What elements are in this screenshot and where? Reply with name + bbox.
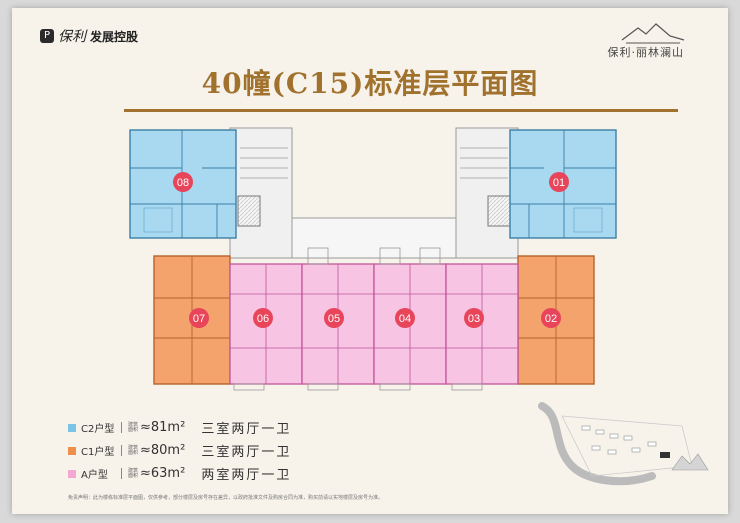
site-key-plan <box>538 402 709 486</box>
mountain-logo-icon <box>621 23 685 44</box>
legend-divider <box>121 422 122 433</box>
disclaimer: 免责声明：此为楼栋标准层平面图，仅供参考，部分楼层及房号存在差异，以政府批准文件… <box>68 495 384 501</box>
unit-marker-08 <box>173 172 193 192</box>
unit-marker-01 <box>549 172 569 192</box>
unit-marker-02 <box>541 308 561 328</box>
legend-swatch-c2 <box>68 423 76 432</box>
unit-label-06: 06 <box>257 313 269 325</box>
legend-divider <box>121 468 122 479</box>
legend-area: ≈81m² <box>140 420 186 435</box>
brand-logo: P 保利 发展控股 <box>40 26 138 46</box>
legend-area-caption: 建筑 面积 <box>128 444 140 456</box>
balconies <box>233 247 483 391</box>
site-mountain-icon <box>671 453 709 471</box>
project-name: 保利·丽林澜山 <box>607 46 684 59</box>
legend-desc: 三室两厅一卫 <box>201 422 292 437</box>
unit-marker-03 <box>464 308 484 328</box>
legend-row-a: A户型 建筑 面积 ≈63m² 两室两厅一卫 <box>68 462 291 485</box>
unit-marker-06 <box>253 308 273 328</box>
legend-swatch-c1 <box>68 446 76 455</box>
legend-area: ≈63m² <box>140 466 186 481</box>
floor-plan-drawing: 08 01 07 06 05 04 03 02 <box>129 127 617 391</box>
legend-area-caption: 建筑 面积 <box>128 421 140 433</box>
unit-label-05: 05 <box>328 313 340 325</box>
page-title: 40幢(C15)标准层平面图 <box>201 67 539 100</box>
unit-markers: 08 01 07 06 05 04 03 02 <box>173 172 569 328</box>
site-highlight-building <box>660 452 670 458</box>
central-core <box>229 127 519 259</box>
brand-mark-icon: P <box>40 29 54 43</box>
legend-area: ≈80m² <box>140 443 186 458</box>
legend-caption-bottom: 面积 <box>128 472 139 479</box>
unit-marker-05 <box>324 308 344 328</box>
unit-label-02: 02 <box>545 313 557 325</box>
unit-label-01: 01 <box>553 177 565 189</box>
legend-area-caption: 建筑 面积 <box>128 467 140 479</box>
legend-type: C1户型 <box>81 447 115 458</box>
legend-caption-bottom: 面积 <box>128 426 139 433</box>
legend-caption-top: 建筑 <box>128 444 139 451</box>
brand-name: 发展控股 <box>90 29 139 44</box>
legend-caption-top: 建筑 <box>128 467 139 474</box>
legend-desc: 三室两厅一卫 <box>201 445 292 460</box>
unit-label-04: 04 <box>399 313 411 325</box>
unit-marker-04 <box>395 308 415 328</box>
legend-row-c1: C1户型 建筑 面积 ≈80m² 三室两厅一卫 <box>68 439 291 462</box>
legend-type: C2户型 <box>81 424 115 435</box>
legend-row-c2: C2户型 建筑 面积 ≈81m² 三室两厅一卫 <box>68 416 291 439</box>
legend-caption-top: 建筑 <box>128 421 139 428</box>
title-underline <box>124 109 678 112</box>
unit-type-legend: C2户型 建筑 面积 ≈81m² 三室两厅一卫 C1户型 建筑 面积 ≈80m²… <box>68 416 291 485</box>
legend-type: A户型 <box>81 470 108 481</box>
legend-desc: 两室两厅一卫 <box>201 468 292 483</box>
legend-caption-bottom: 面积 <box>128 449 139 456</box>
site-buildings <box>581 425 657 455</box>
unit-label-07: 07 <box>193 313 205 325</box>
floorplan-page: P 保利 发展控股 保利·丽林澜山 40幢(C15)标准层平面图 <box>12 8 728 514</box>
legend-swatch-a <box>68 469 76 478</box>
brand-script: 保利 <box>58 29 86 45</box>
unit-marker-07 <box>189 308 209 328</box>
legend-divider <box>121 445 122 456</box>
unit-label-08: 08 <box>177 177 189 189</box>
unit-label-03: 03 <box>468 313 480 325</box>
